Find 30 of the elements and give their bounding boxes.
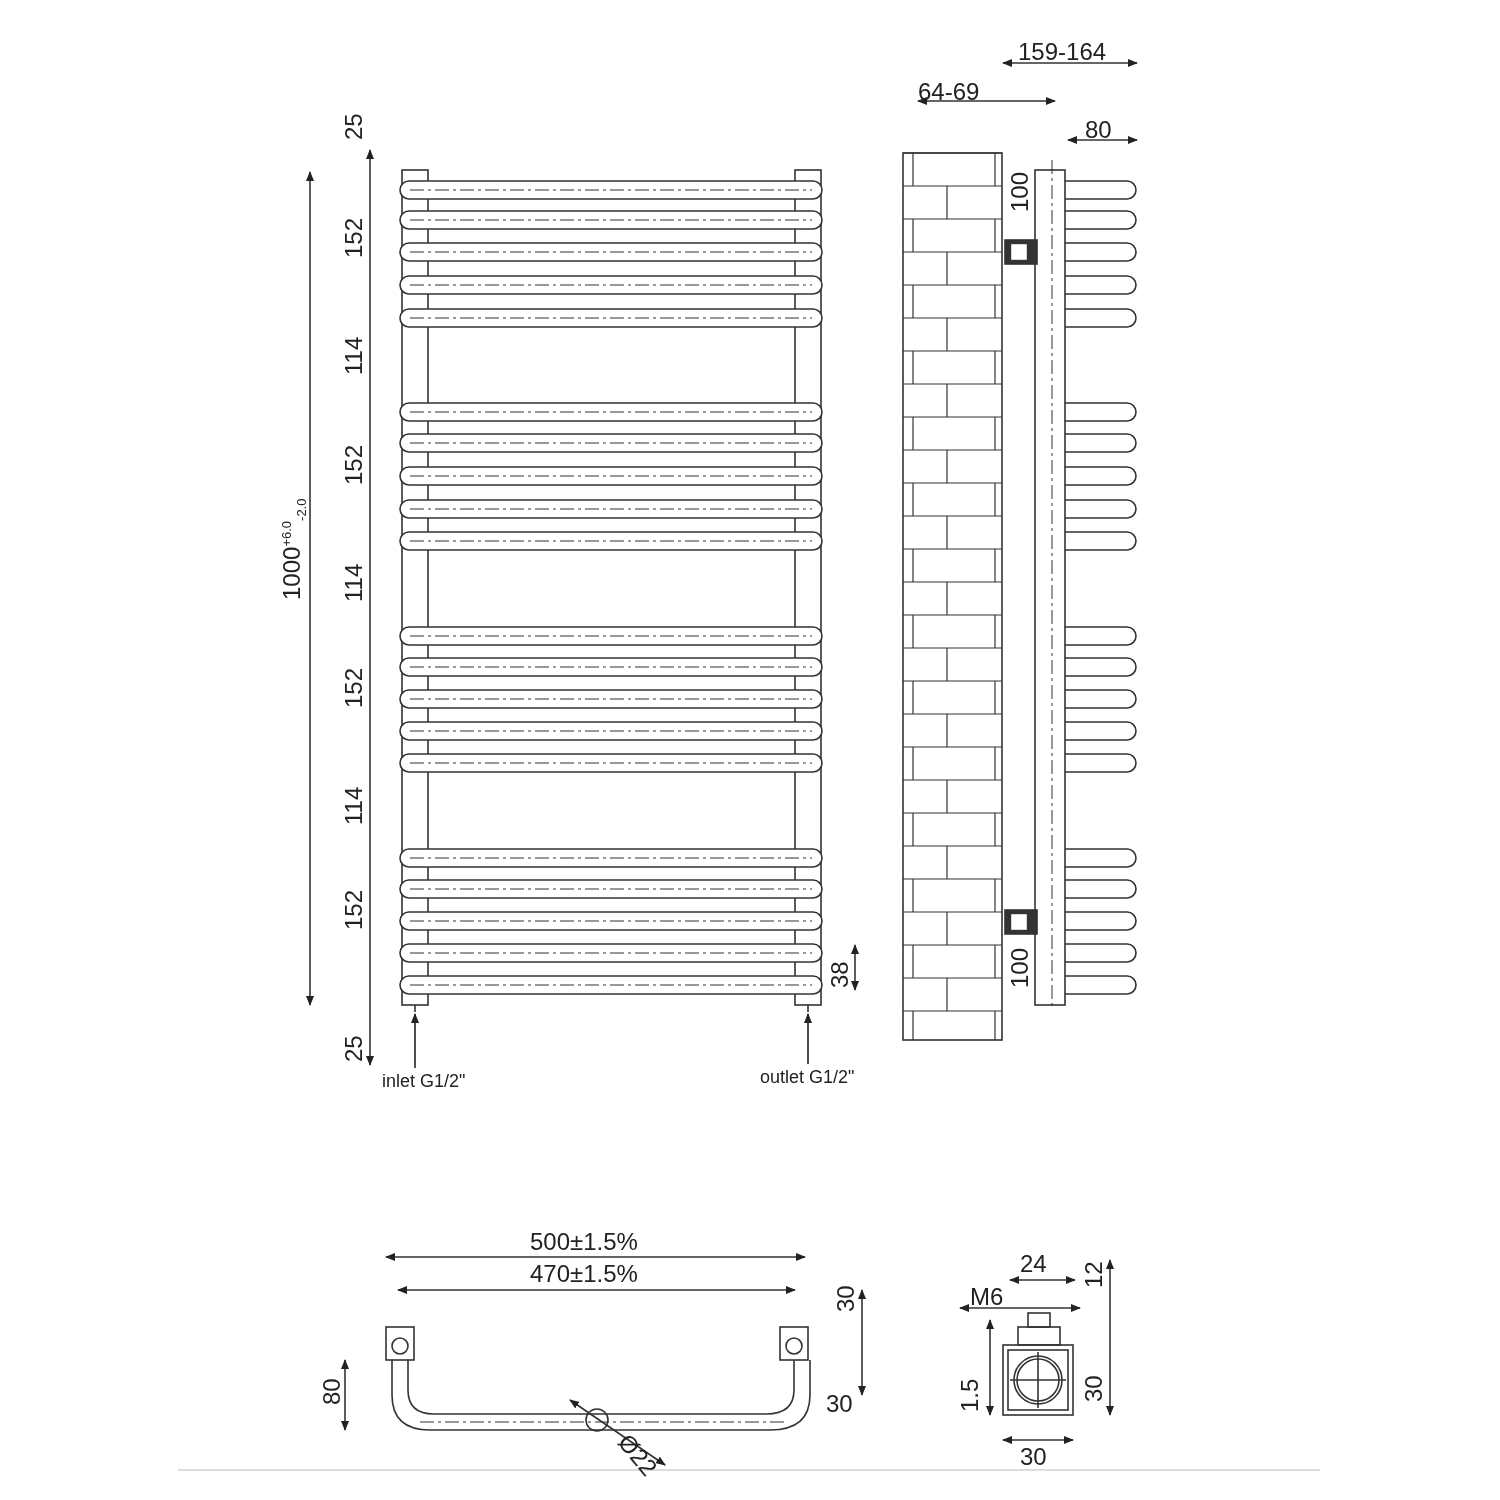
- dimension-label: 100: [1008, 947, 1032, 988]
- port-label: outlet G1/2": [760, 1068, 855, 1086]
- dimension-label: 12: [1082, 1261, 1106, 1288]
- dimension-label: 152: [342, 889, 366, 930]
- port-label: inlet G1/2": [382, 1072, 466, 1090]
- dimension-label: 100: [1008, 171, 1032, 212]
- dimension-label: 152: [342, 217, 366, 258]
- dimension-label: 470±1.5%: [530, 1262, 638, 1286]
- dimension-label: 1.5: [958, 1378, 982, 1412]
- dimension-label: 159-164: [1018, 40, 1107, 64]
- dimension-label: 25: [342, 113, 366, 140]
- leader-line: [804, 1013, 812, 1065]
- dimension-label: 64-69: [918, 80, 980, 104]
- dimension-label: 30: [834, 1285, 858, 1312]
- dimension-label: 30: [1020, 1445, 1047, 1469]
- dimension-label: 114: [342, 563, 366, 602]
- dimension-label: 30: [1082, 1375, 1106, 1402]
- dimension-label: 152: [342, 444, 366, 485]
- leader-line: [411, 1013, 419, 1069]
- dimension-label: 25: [342, 1035, 366, 1062]
- dimension-label: M6: [970, 1285, 1004, 1309]
- dimension-label: 24: [1020, 1252, 1047, 1276]
- dimension-label: 80: [1085, 118, 1112, 142]
- dimension-label: 38: [828, 961, 852, 988]
- dimension-label: 152: [342, 667, 366, 708]
- dimension-label: 30: [826, 1392, 853, 1416]
- dimension-label: 500±1.5%: [530, 1230, 638, 1254]
- dimension-label: 80: [320, 1378, 344, 1405]
- dimension-label: 114: [342, 786, 366, 825]
- dimension-label: 114: [342, 336, 366, 375]
